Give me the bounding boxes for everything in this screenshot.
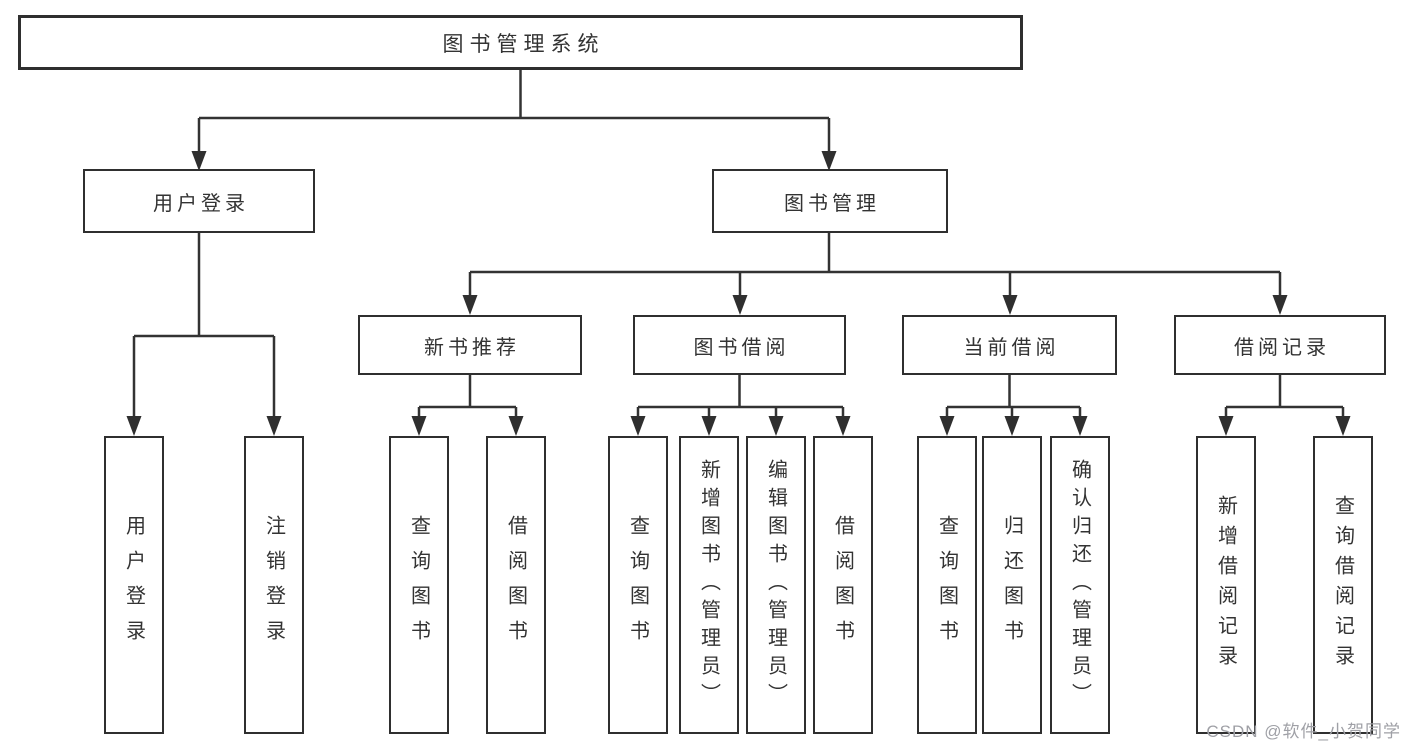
leaf-return-books: 归还图书: [982, 436, 1042, 734]
leaf-query-books-borrowing: 查询图书: [608, 436, 668, 734]
leaf-query-borrow-record: 查询借阅记录: [1313, 436, 1373, 734]
node-library-management-system: 图书管理系统: [18, 15, 1023, 70]
csdn-watermark: CSDN @软件_小贺同学: [1206, 722, 1401, 741]
leaf-logout: 注销登录: [244, 436, 304, 734]
node-book-borrowing: 图书借阅: [633, 315, 846, 375]
leaf-query-books-recommend: 查询图书: [389, 436, 449, 734]
node-current-borrowing: 当前借阅: [902, 315, 1117, 375]
leaf-add-books-admin: 新增图书（管理员）: [679, 436, 739, 734]
node-borrowing-records: 借阅记录: [1174, 315, 1386, 375]
node-book-management: 图书管理: [712, 169, 948, 233]
node-new-book-recommend: 新书推荐: [358, 315, 582, 375]
leaf-confirm-return-admin: 确认归还（管理员）: [1050, 436, 1110, 734]
leaf-user-login: 用户登录: [104, 436, 164, 734]
leaf-borrow-books-borrowing: 借阅图书: [813, 436, 873, 734]
leaf-add-borrow-record: 新增借阅记录: [1196, 436, 1256, 734]
leaf-borrow-books-recommend: 借阅图书: [486, 436, 546, 734]
leaf-query-books-current: 查询图书: [917, 436, 977, 734]
leaf-edit-books-admin: 编辑图书（管理员）: [746, 436, 806, 734]
node-user-login: 用户登录: [83, 169, 315, 233]
